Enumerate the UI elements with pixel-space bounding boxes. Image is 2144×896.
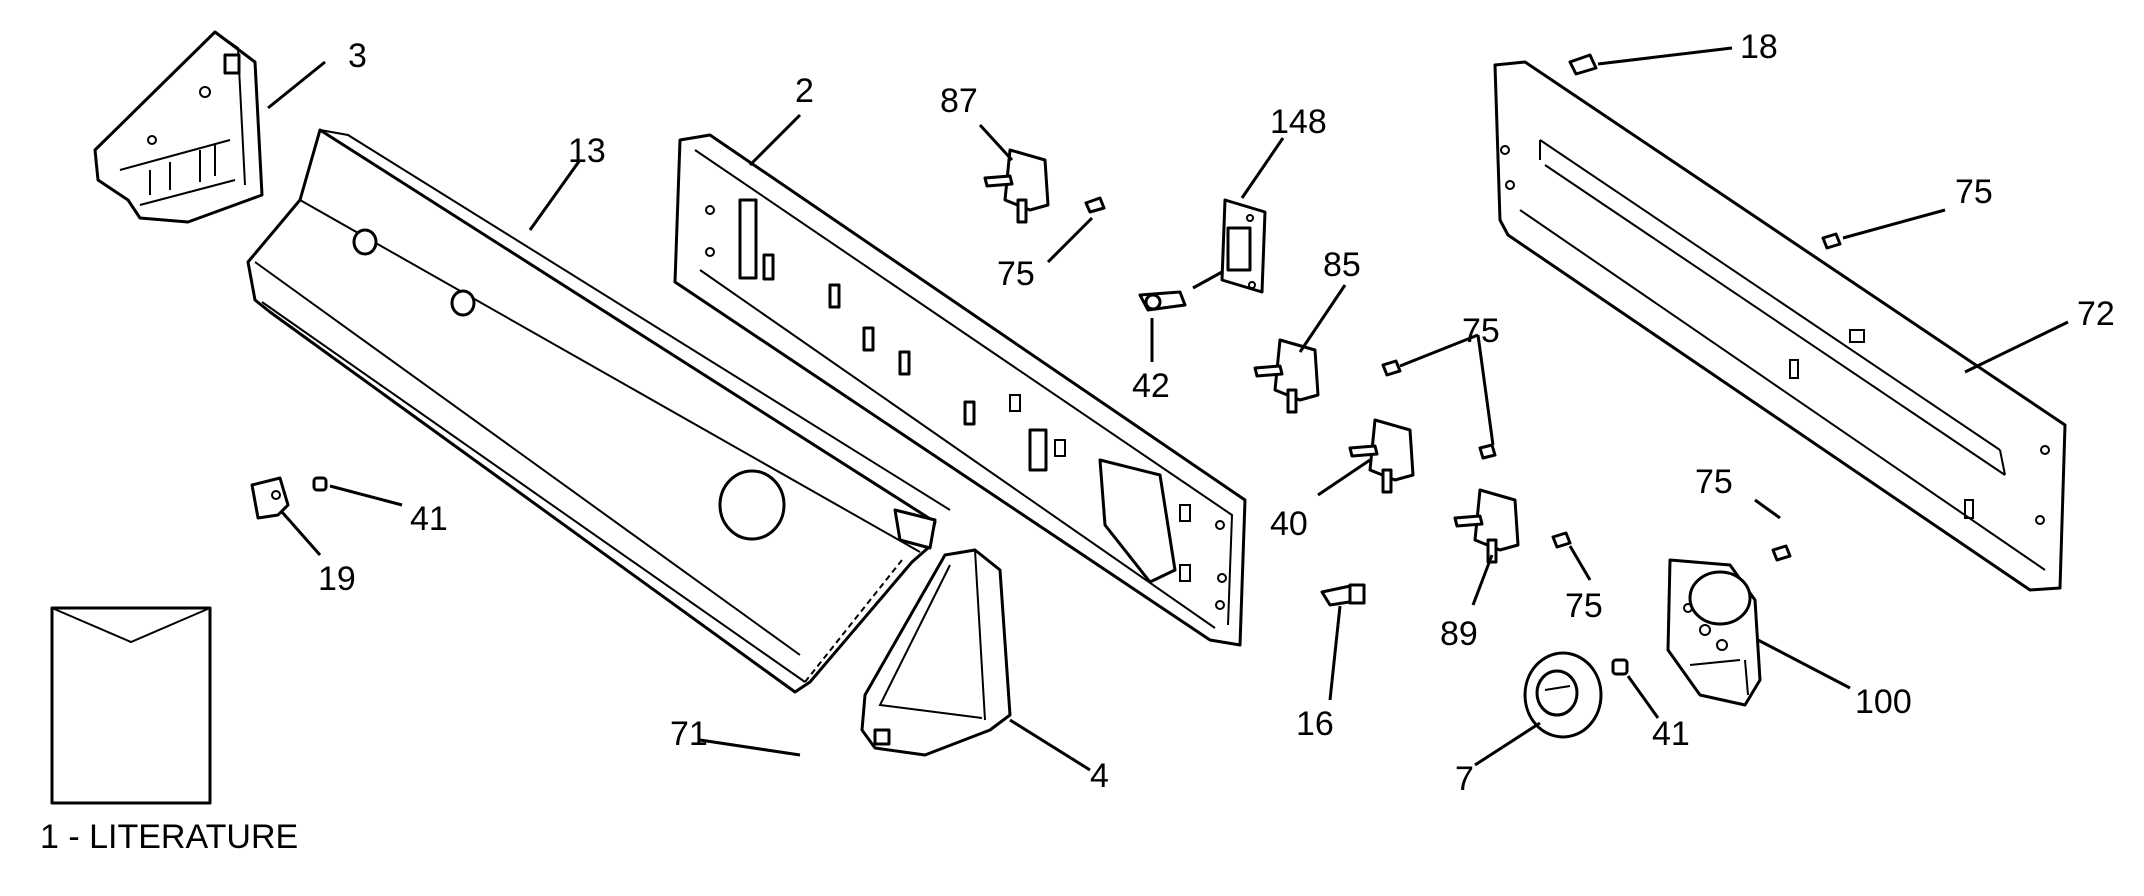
part-41-set-screw-right (1611, 658, 1629, 676)
callout-87: 87 (940, 82, 978, 120)
part-19-knob-insert (250, 476, 290, 520)
part-40-switch (1348, 418, 1415, 494)
part-2-console-plate (673, 133, 1247, 647)
part-41-set-screw-left (312, 476, 328, 492)
callout-4: 4 (1090, 757, 1109, 795)
part-75-screw-d (1478, 443, 1497, 460)
part-85-switch (1253, 338, 1320, 414)
callout-89: 89 (1440, 615, 1478, 653)
part-87-switch (983, 148, 1050, 224)
callout-75-e: 75 (1695, 463, 1733, 501)
callout-labels: 3 13 2 87 75 148 42 85 18 75 72 75 40 41… (318, 28, 2115, 798)
callout-16: 16 (1296, 705, 1334, 743)
callout-75-a: 75 (997, 255, 1035, 293)
literature-envelope (50, 606, 212, 805)
part-75-screw-e (1551, 531, 1572, 549)
callout-100: 100 (1855, 683, 1912, 721)
callout-72: 72 (2077, 295, 2115, 333)
callout-85: 85 (1323, 246, 1361, 284)
callout-75-c: 75 (1462, 312, 1500, 350)
callout-7: 7 (1455, 760, 1474, 798)
part-3-left-end-cap (93, 30, 264, 224)
part-75-screw-c (1381, 359, 1402, 377)
callout-71: 71 (670, 715, 708, 753)
part-75-screw-f (1771, 544, 1792, 562)
part-18-screw (1568, 53, 1598, 76)
part-13-control-panel (246, 128, 951, 694)
part-89-switch (1453, 488, 1520, 564)
literature-caption: 1 - LITERATURE (40, 818, 298, 856)
callout-75-d: 75 (1565, 587, 1603, 625)
callout-148: 148 (1270, 103, 1327, 141)
callout-75-b: 75 (1955, 173, 1993, 211)
leader-lines (267, 46, 2069, 772)
part-100-timer (1666, 558, 1762, 707)
part-16-pin (1320, 583, 1366, 607)
callout-41-a: 41 (410, 500, 448, 538)
part-75-screw-a (1084, 196, 1106, 214)
part-75-screw-b (1821, 232, 1842, 250)
part-7-knob (1523, 651, 1603, 739)
callout-41-b: 41 (1652, 715, 1690, 753)
callout-3: 3 (348, 37, 367, 75)
callout-2: 2 (795, 72, 814, 110)
part-42-clip (1138, 290, 1187, 312)
callout-42: 42 (1132, 367, 1170, 405)
callout-40: 40 (1270, 505, 1308, 543)
callout-13: 13 (568, 132, 606, 170)
part-148-bracket (1220, 198, 1267, 294)
callout-18: 18 (1740, 28, 1778, 66)
part-72-rear-panel (1493, 60, 2067, 592)
part-4-right-end-cap (860, 548, 1012, 757)
callout-19: 19 (318, 560, 356, 598)
